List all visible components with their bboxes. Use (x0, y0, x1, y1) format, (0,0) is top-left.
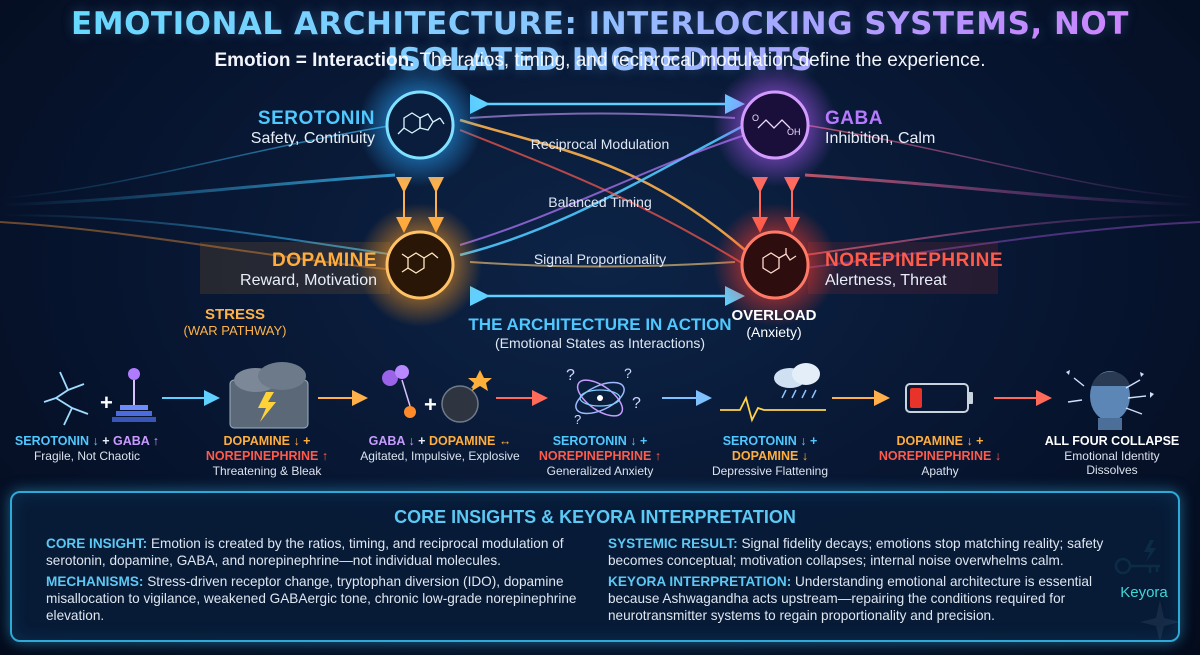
dopamine-label: DOPAMINE Reward, Motivation (205, 250, 377, 290)
state-7-line1: ALL FOUR COLLAPSE (1044, 434, 1180, 448)
storm-cloud-icon (229, 362, 309, 429)
svg-text:?: ? (566, 367, 575, 384)
page-title: EMOTIONAL ARCHITECTURE: INTERLOCKING SYS… (0, 6, 1200, 78)
serotonin-molecule-icon (397, 112, 445, 135)
state-4-line1: SEROTONIN ↓ + (552, 434, 648, 448)
mechanisms-key: MECHANISMS: (46, 574, 144, 589)
panel-title: CORE INSIGHTS & KEYORA INTERPRETATION (394, 507, 796, 527)
dopamine-name: DOPAMINE (272, 250, 377, 271)
systemic-result-block: SYSTEMIC RESULT: Signal fidelity decays;… (608, 535, 1108, 569)
systemic-result-text: Signal fidelity decays; emotions stop ma… (608, 536, 1104, 568)
subtitle-text: The ratios, timing, and reciprocal modul… (419, 50, 986, 71)
gaba-role: Inhibition, Calm (825, 130, 936, 147)
flow-reciprocal-modulation: Reciprocal Modulation (530, 136, 670, 152)
serotonin-role: Safety, Continuity (250, 130, 375, 147)
svg-text:O: O (752, 113, 759, 123)
low-battery-icon (905, 383, 973, 413)
state-all-four-collapse: ALL FOUR COLLAPSE Emotional Identity Dis… (1032, 434, 1192, 477)
svg-text:?: ? (624, 365, 632, 381)
norepinephrine-name: NOREPINEPHRINE (825, 250, 1004, 271)
serotonin-label: SEROTONIN Safety, Continuity (230, 108, 375, 148)
state-3-desc: Agitated, Impulsive, Explosive (360, 449, 520, 463)
state-6-desc: Apathy (921, 464, 959, 478)
svg-text:+: + (100, 390, 113, 415)
svg-text:?: ? (574, 412, 581, 427)
stress-subtitle: (WAR PATHWAY) (183, 323, 287, 338)
norepinephrine-molecule-icon (762, 248, 797, 274)
gaba-label: GABA Inhibition, Calm (825, 108, 1015, 148)
architecture-title: THE ARCHITECTURE IN ACTION (468, 315, 732, 334)
left-energy-band (0, 124, 396, 271)
state-1-title: SEROTONIN ↓ + GABA ↑ (14, 434, 160, 448)
state-4-desc: Generalized Anxiety (546, 464, 654, 478)
keyora-interpretation-text: Understanding emotional architecture is … (608, 574, 1093, 623)
state-5-line2: DOPAMINE ↓ (731, 449, 809, 463)
page-subtitle: Emotion = Interaction. The ratios, timin… (0, 50, 1200, 72)
core-insight-key: CORE INSIGHT: (46, 536, 148, 551)
state-4-line2: NOREPINEPHRINE ↑ (538, 449, 662, 463)
bomb-icon: + (382, 365, 492, 423)
mechanisms-block: MECHANISMS: Stress-driven receptor chang… (46, 573, 594, 624)
shattering-head-icon (1066, 370, 1154, 430)
gaba-molecule-icon (757, 119, 791, 129)
core-insight-text: Emotion is created by the ratios, timing… (46, 536, 564, 568)
state-6-line1: DOPAMINE ↓ + (896, 434, 984, 448)
state-gaba-down-dopamine-flux: GABA ↓ + DOPAMINE ↔ Agitated, Impulsive,… (350, 434, 530, 463)
right-energy-band (804, 124, 1200, 269)
flow-signal-proportionality: Signal Proportionality (533, 251, 667, 267)
swirling-question-marks-icon: ? ? ? ? (566, 365, 641, 427)
dopamine-molecule-icon (401, 252, 439, 274)
state-1-desc: Fragile, Not Chaotic (33, 449, 141, 463)
state-2-line2: NOREPINEPHRINE ↑ (205, 449, 329, 463)
dopamine-role: Reward, Motivation (240, 272, 377, 289)
svg-text:OH: OH (787, 127, 801, 137)
keyora-interpretation-block: KEYORA INTERPRETATION: Understanding emo… (608, 573, 1108, 624)
architecture-subtitle: (Emotional States as Interactions) (494, 335, 706, 351)
keyora-interpretation-key: KEYORA INTERPRETATION: (608, 574, 792, 589)
state-6-line2: NOREPINEPHRINE ↓ (878, 449, 1002, 463)
state-5-desc: Depressive Flattening (711, 464, 829, 478)
serotonin-name: SEROTONIN (257, 108, 375, 129)
state-5-line1: SEROTONIN ↓ + (722, 434, 818, 448)
state-serotonin-down-ne-up: SEROTONIN ↓ + NOREPINEPHRINE ↑ Generaliz… (525, 434, 675, 478)
stress-title: STRESS (204, 306, 265, 323)
norepinephrine-role: Alertness, Threat (825, 272, 947, 289)
state-2-desc: Threatening & Bleak (212, 464, 322, 478)
overload-title: OVERLOAD (731, 307, 817, 324)
flow-balanced-timing: Balanced Timing (548, 194, 652, 210)
gaba-node: O OH (713, 63, 837, 187)
mechanisms-text: Stress-driven receptor change, tryptopha… (46, 574, 577, 623)
state-2-line1: DOPAMINE ↓ + (223, 434, 311, 448)
architecture-heading: THE ARCHITECTURE IN ACTION (Emotional St… (440, 315, 760, 351)
rain-cloud-flatline-icon (720, 363, 826, 423)
cracked-glass-and-joystick-icon: + (43, 368, 156, 426)
state-dopamine-down-ne-up: DOPAMINE ↓ + NOREPINEPHRINE ↑ Threatenin… (192, 434, 342, 478)
norepinephrine-node (713, 203, 837, 327)
svg-text:+: + (424, 392, 437, 417)
keyora-logo-text: Keyora (1120, 584, 1168, 601)
state-serotonin-down-gaba-up: SEROTONIN ↓ + GABA ↑ Fragile, Not Chaoti… (2, 434, 172, 463)
dopamine-node (358, 203, 482, 327)
overload-subtitle: (Anxiety) (746, 324, 802, 340)
insights-panel: CORE INSIGHTS & KEYORA INTERPRETATION CO… (10, 491, 1180, 642)
core-insight-block: CORE INSIGHT: Emotion is created by the … (46, 535, 594, 569)
systemic-result-key: SYSTEMIC RESULT: (608, 536, 738, 551)
serotonin-node (358, 63, 482, 187)
state-serotonin-down-dopamine-down: SEROTONIN ↓ + DOPAMINE ↓ Depressive Flat… (700, 434, 840, 478)
stress-pathway: STRESS (WAR PATHWAY) (180, 306, 290, 338)
overload-pathway: OVERLOAD (Anxiety) (728, 307, 820, 340)
svg-text:?: ? (632, 395, 641, 412)
state-dopamine-down-ne-down: DOPAMINE ↓ + NOREPINEPHRINE ↓ Apathy (865, 434, 1015, 478)
subtitle-emphasis: Emotion = Interaction. (214, 50, 415, 71)
gaba-name: GABA (825, 108, 883, 129)
norepinephrine-label: NOREPINEPHRINE Alertness, Threat (825, 250, 1015, 290)
state-7-desc: Emotional Identity Dissolves (1064, 449, 1160, 477)
state-3-title: GABA ↓ + DOPAMINE ↔ (368, 434, 512, 448)
